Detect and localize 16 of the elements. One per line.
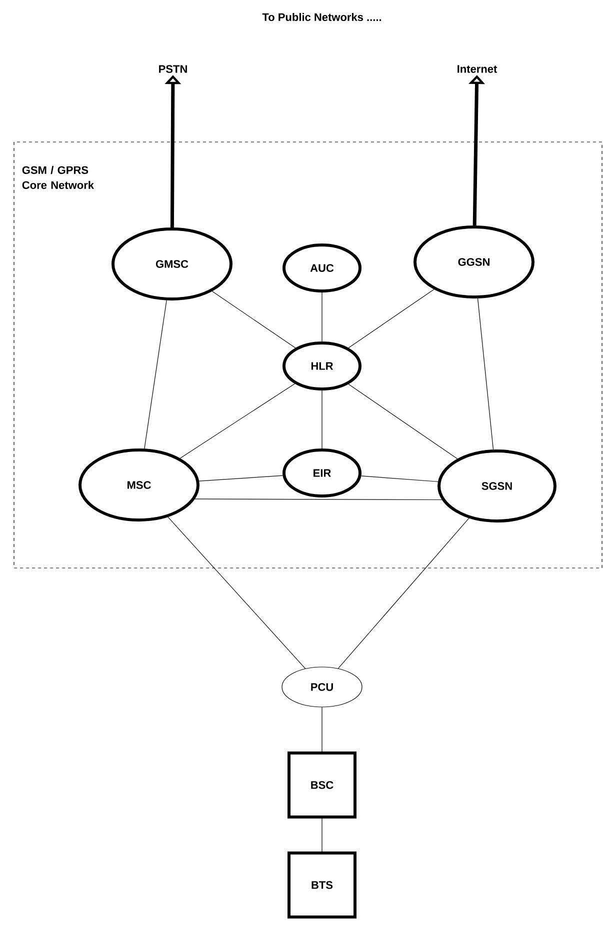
connection-line [360, 476, 438, 482]
connection-line [212, 291, 296, 348]
network-label: Internet [458, 65, 498, 73]
connection-line [144, 300, 167, 449]
connection-line [180, 383, 296, 459]
connection-line [348, 384, 458, 460]
connection-line [198, 475, 284, 482]
connection-line [338, 518, 470, 669]
connection-line [477, 298, 494, 450]
network-node-box: BTS [288, 852, 356, 918]
connection-line [168, 516, 306, 669]
title: To Public Networks ..... [262, 12, 382, 22]
connection-line [194, 498, 442, 500]
connection-line [348, 289, 434, 348]
network-label: PSTN [159, 65, 187, 73]
network-node-box: BSC [288, 752, 356, 818]
